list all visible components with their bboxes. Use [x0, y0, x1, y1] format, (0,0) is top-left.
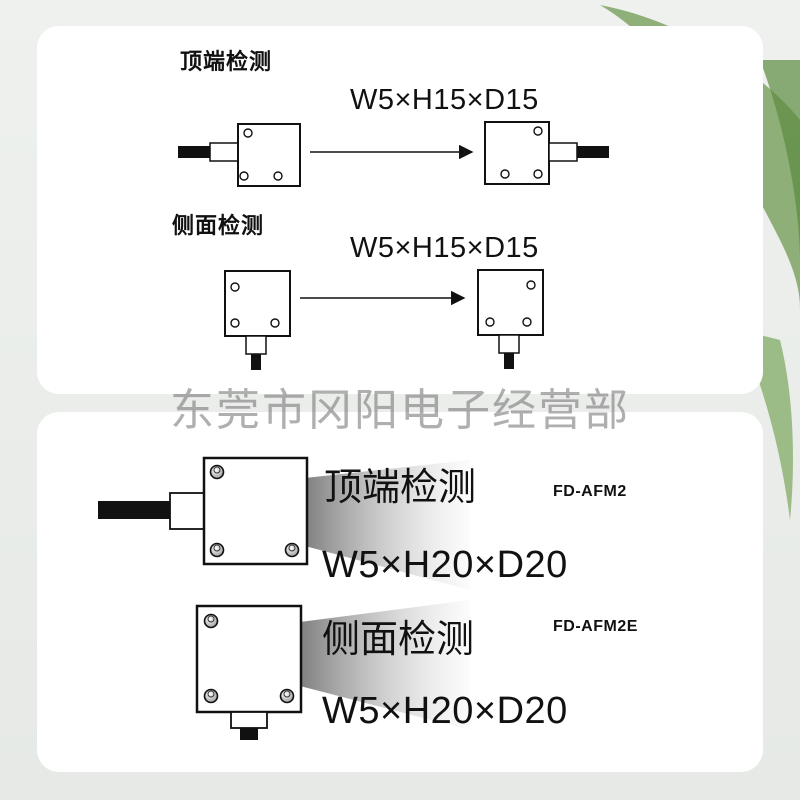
afm2e-label: 侧面检测: [322, 619, 475, 661]
detection-beam-1: [305, 460, 470, 590]
sensor-side-right: [477, 269, 544, 369]
sensor-top-left: [178, 123, 301, 187]
afm2-dims: W5×H20×D20: [322, 544, 568, 586]
afm2e-dims: W5×H20×D20: [322, 690, 568, 732]
leaf-shape-middle: [760, 60, 800, 260]
top-detection-dims: W5×H15×D15: [350, 84, 539, 116]
detection-beam-2: [300, 600, 470, 730]
sensor-afm2e: [195, 604, 303, 740]
leaf-shape-lower: [740, 330, 793, 520]
afm2-label: 顶端检测: [324, 467, 477, 509]
sensor-afm2: [98, 456, 309, 566]
side-detection-label: 侧面检测: [172, 213, 265, 238]
side-detection-dims: W5×H15×D15: [350, 232, 539, 264]
afm2-model: FD-AFM2: [553, 483, 627, 500]
afm2e-model: FD-AFM2E: [553, 618, 638, 635]
top-detection-label: 顶端检测: [180, 49, 273, 74]
watermark-text: 东莞市冈阳电子经营部: [170, 385, 630, 436]
top-panel: [37, 26, 763, 394]
sensor-top-right: [484, 121, 609, 185]
sensor-side-left: [224, 270, 291, 370]
